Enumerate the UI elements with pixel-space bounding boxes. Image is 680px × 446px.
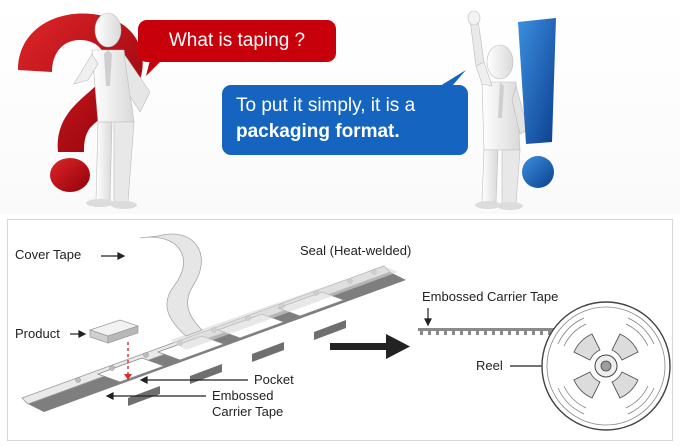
embossed-label-line2: Carrier Tape xyxy=(212,404,284,419)
reel-label: Reel xyxy=(476,358,503,373)
left-figure xyxy=(73,12,151,209)
product-label: Product xyxy=(15,326,60,341)
reel-icon xyxy=(541,301,671,431)
answer-bubble-tail xyxy=(440,70,466,86)
answer-line-1: To put it simply, it is a xyxy=(236,95,416,116)
pocket-arrowhead xyxy=(139,376,148,384)
cover-tape-arrowhead xyxy=(117,252,126,260)
seal-label: Seal (Heat-welded) xyxy=(300,243,412,258)
right-figure xyxy=(467,10,529,210)
cover-tape-label: Cover Tape xyxy=(15,247,82,262)
question-text: What is taping ? xyxy=(168,30,306,51)
question-speech-bubble: What is taping ? xyxy=(138,20,336,62)
product-chip xyxy=(88,319,140,344)
exclamation-mark-icon xyxy=(518,18,556,188)
product-arrowhead xyxy=(78,330,87,338)
pocket-label: Pocket xyxy=(254,372,294,387)
embossed-carrier-tape-label: Embossed Carrier Tape xyxy=(422,289,559,304)
embossed-label-line1: Embossed xyxy=(212,388,274,403)
guide-arrowhead xyxy=(124,374,132,380)
cover-tape-curl xyxy=(139,233,203,337)
carrier-arrowhead xyxy=(105,392,114,400)
answer-speech-bubble: To put it simply, it is a packaging form… xyxy=(222,85,468,155)
banner-artwork xyxy=(18,10,556,210)
right-arrow-icon xyxy=(330,334,410,359)
question-mark-icon xyxy=(18,13,143,192)
question-bubble-tail xyxy=(146,60,162,76)
answer-line-2: packaging format. xyxy=(236,121,400,142)
embossed-tape-arrowhead xyxy=(424,318,432,327)
